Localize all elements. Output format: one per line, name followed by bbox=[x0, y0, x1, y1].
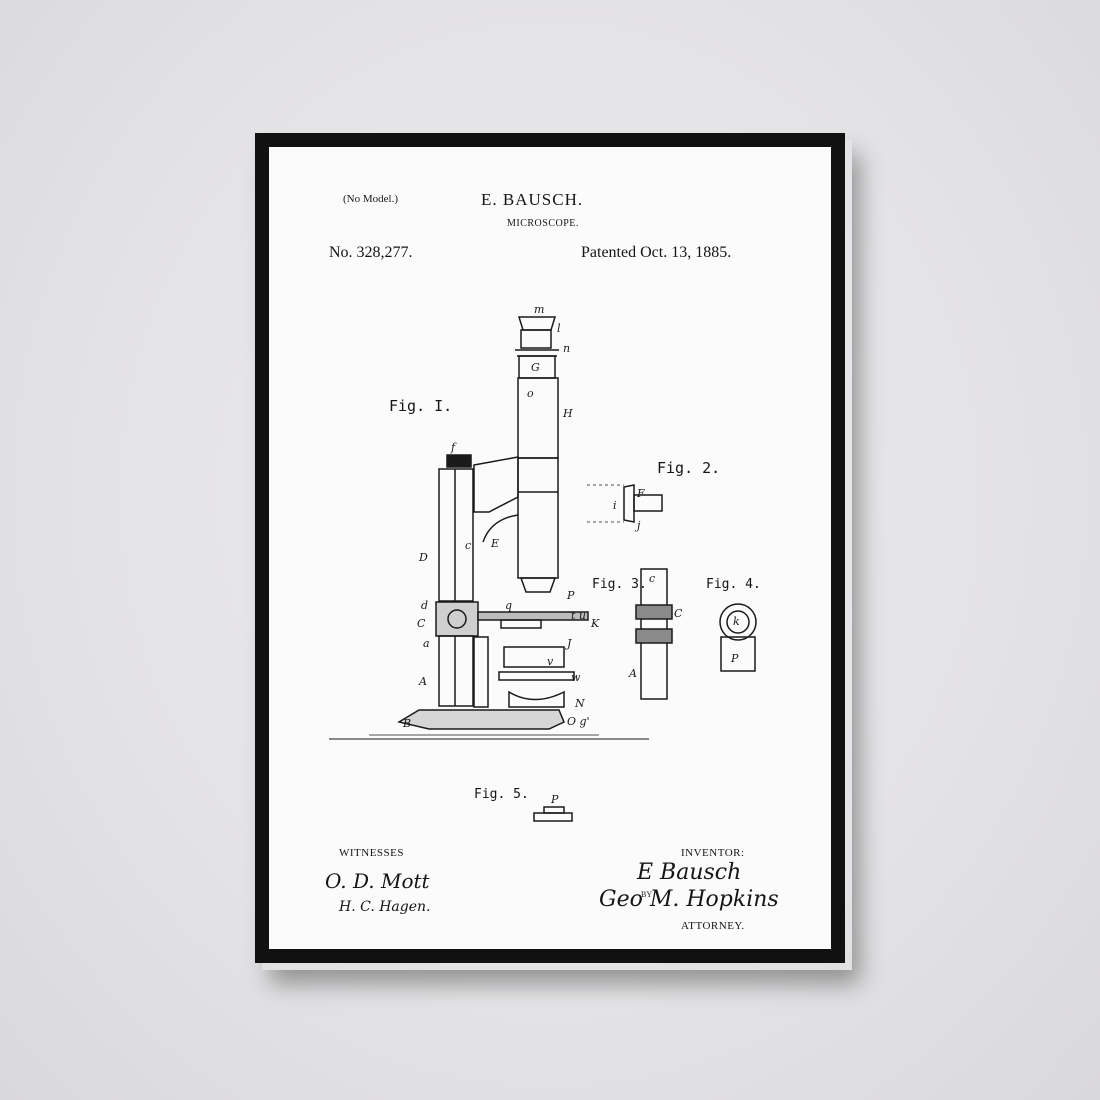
witnesses-heading: WITNESSES bbox=[339, 847, 404, 859]
fig4-label: Fig. 4. bbox=[706, 577, 761, 592]
svg-text:c: c bbox=[465, 539, 471, 552]
svg-text:G: G bbox=[531, 361, 540, 374]
fig2-label: Fig. 2. bbox=[657, 459, 721, 477]
svg-text:o: o bbox=[527, 387, 534, 400]
svg-text:m: m bbox=[534, 303, 544, 316]
svg-text:C: C bbox=[417, 617, 426, 630]
svg-text:i: i bbox=[613, 499, 617, 512]
svg-text:l: l bbox=[557, 322, 561, 335]
no-model-note: (No Model.) bbox=[343, 193, 398, 205]
svg-text:H: H bbox=[562, 407, 573, 420]
svg-text:J: J bbox=[565, 637, 572, 650]
patent-inventor-name: E. BAUSCH. bbox=[481, 190, 584, 209]
svg-text:P: P bbox=[566, 589, 575, 602]
svg-text:A: A bbox=[628, 667, 637, 680]
fig3-label: Fig. 3. bbox=[592, 577, 647, 592]
svg-text:d: d bbox=[421, 599, 428, 612]
svg-text:F: F bbox=[636, 487, 645, 500]
svg-text:N: N bbox=[574, 697, 585, 710]
fig1-label: Fig. I. bbox=[389, 397, 453, 415]
svg-text:v: v bbox=[547, 655, 554, 668]
inventor-heading: INVENTOR: bbox=[681, 847, 745, 859]
witness-signature-2: H. C. Hagen. bbox=[339, 899, 431, 915]
svg-text:q: q bbox=[505, 599, 512, 612]
svg-text:n: n bbox=[563, 342, 570, 355]
svg-text:k: k bbox=[733, 615, 740, 628]
patent-date: Patented Oct. 13, 1885. bbox=[581, 244, 732, 261]
patent-number: No. 328,277. bbox=[329, 244, 413, 261]
inventor-signature: E Bausch bbox=[637, 860, 742, 885]
svg-text:f: f bbox=[450, 441, 457, 454]
svg-text:B: B bbox=[402, 717, 411, 730]
svg-text:C: C bbox=[674, 607, 683, 620]
svg-text:P: P bbox=[550, 793, 559, 806]
by-label: BY bbox=[641, 890, 653, 899]
fig5-label: Fig. 5. bbox=[474, 787, 529, 802]
svg-text:j: j bbox=[634, 519, 641, 532]
witness-signature-1: O. D. Mott bbox=[325, 869, 430, 893]
svg-text:O g': O g' bbox=[567, 715, 590, 728]
svg-text:A: A bbox=[418, 675, 427, 688]
attorney-heading: ATTORNEY. bbox=[681, 920, 745, 932]
svg-text:t u: t u bbox=[571, 609, 586, 622]
svg-text:w: w bbox=[571, 671, 581, 684]
svg-text:c: c bbox=[649, 572, 655, 585]
svg-text:K: K bbox=[590, 617, 600, 630]
picture-frame: (No Model.) E. BAUSCH. MICROSCOPE. No. 3… bbox=[255, 133, 845, 963]
patent-title: MICROSCOPE. bbox=[507, 218, 579, 229]
patent-print: (No Model.) E. BAUSCH. MICROSCOPE. No. 3… bbox=[269, 147, 831, 949]
svg-text:E: E bbox=[490, 537, 499, 550]
svg-text:D: D bbox=[418, 551, 428, 564]
microscope-drawing: m l n G o H f D c E d C a A B P q t u K … bbox=[329, 303, 757, 822]
svg-text:P: P bbox=[730, 652, 739, 665]
attorney-signature: Geo M. Hopkins bbox=[599, 887, 779, 912]
svg-text:a: a bbox=[423, 637, 430, 650]
